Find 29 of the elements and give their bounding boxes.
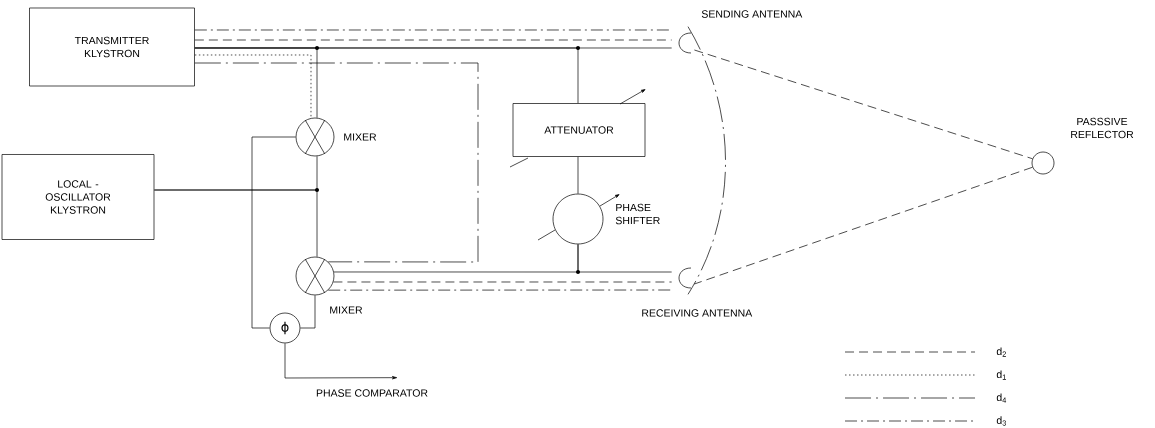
legend-label: d$_{3}$ <box>996 416 1006 426</box>
legend-label: d$_{1}$ <box>996 370 1006 380</box>
bare-label: PHASE COMPARATOR <box>316 389 428 397</box>
connector <box>333 281 672 283</box>
oscillator-box: LOCAL - OSCILLATOR KLYSTRON <box>1 154 155 240</box>
component-label: MIXER <box>344 133 377 141</box>
legend-label: d$_{4}$ <box>996 393 1007 403</box>
legend-label: d$_{2}$ <box>996 347 1006 357</box>
transmitter-box: TRANSMITTER KLYSTRON <box>29 7 195 87</box>
connector <box>284 343 398 380</box>
connector <box>694 49 1033 160</box>
connector <box>300 295 316 329</box>
connector <box>577 244 672 273</box>
connector <box>327 289 672 291</box>
connector <box>577 156 579 194</box>
component-label: PASSSIVE REFLECTOR <box>1071 117 1134 139</box>
connector <box>687 26 726 295</box>
connector <box>194 47 579 104</box>
component-label: RECEIVING ANTENNA <box>642 309 753 317</box>
connector <box>154 189 318 258</box>
component-label: PHASE SHIFTER <box>615 203 660 225</box>
component-label: SENDING ANTENNA <box>701 10 803 18</box>
connector <box>194 62 479 263</box>
attenuator-box: ATTENUATOR <box>512 103 646 157</box>
component-label: MIXER <box>330 306 363 314</box>
connector <box>194 39 672 41</box>
connector <box>194 29 672 31</box>
connector <box>251 136 296 329</box>
connector <box>694 166 1033 285</box>
